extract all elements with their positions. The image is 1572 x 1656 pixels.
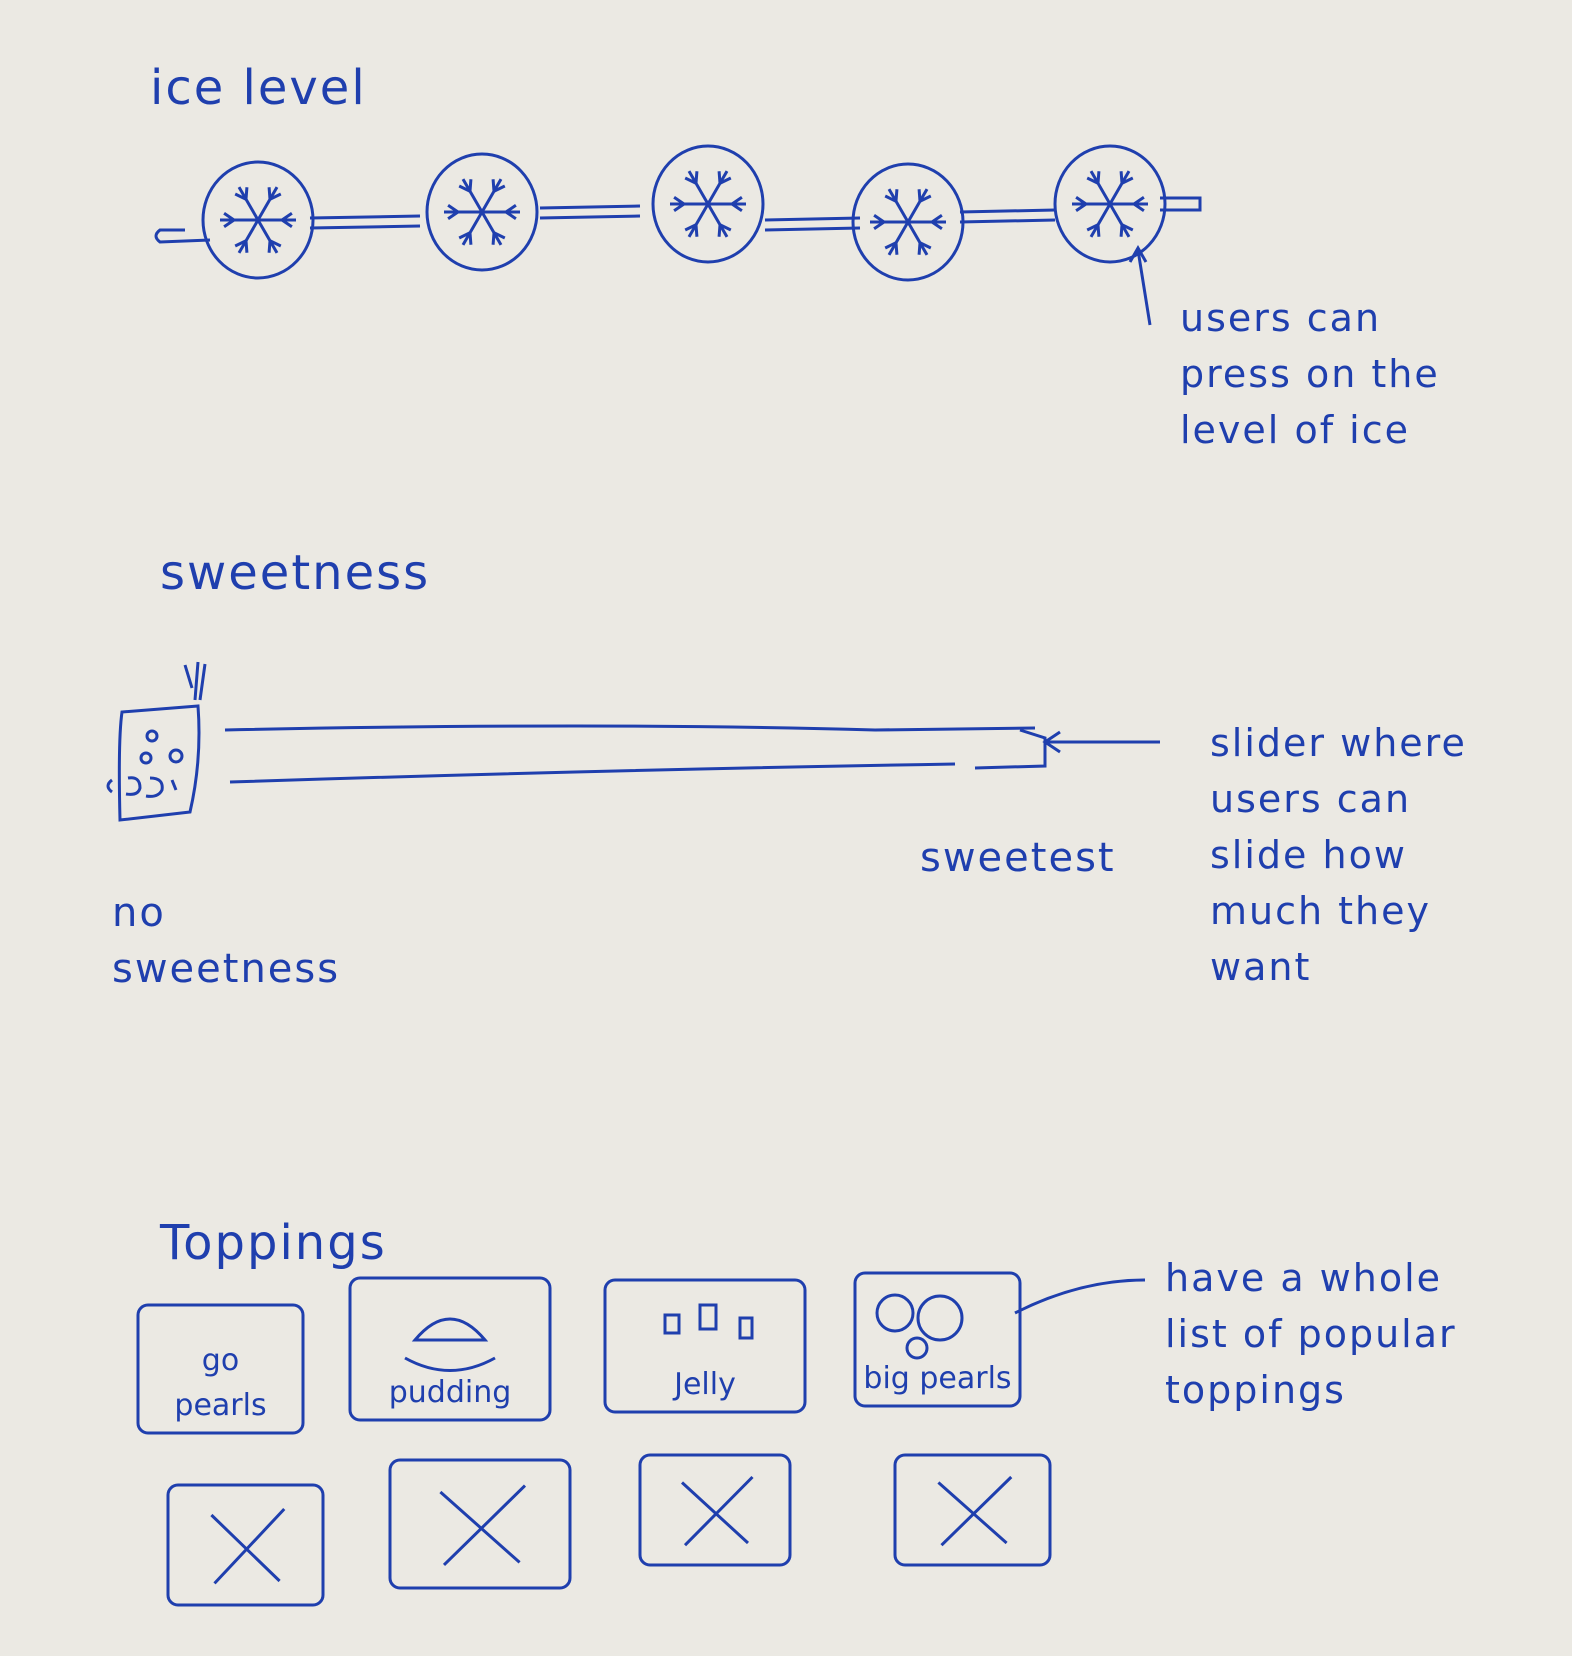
topping-label: Jelly	[672, 1367, 736, 1402]
placeholder-x-icon	[210, 1507, 286, 1585]
ice-level-button-2[interactable]	[425, 152, 539, 272]
ice-level-button-5[interactable]	[1053, 144, 1167, 264]
ice-level-button-1[interactable]	[201, 160, 315, 280]
topping-icon	[875, 1293, 964, 1360]
snowflake-icon	[870, 188, 946, 256]
topping-label: big pearls	[863, 1361, 1011, 1396]
placeholder-x-icon	[439, 1484, 527, 1567]
ice-note-arrow	[1128, 244, 1152, 326]
topping-tile-1[interactable]: go pearls	[136, 1303, 305, 1435]
ice-level-rail	[154, 196, 1202, 244]
placeholder-x-icon	[680, 1475, 754, 1547]
topping-placeholder-2[interactable]	[388, 1458, 572, 1590]
topping-placeholder-3[interactable]	[638, 1453, 792, 1567]
topping-tile-2[interactable]: pudding	[348, 1276, 552, 1422]
toppings-grid: go pearls pudding Jelly big pearls	[136, 1271, 1052, 1607]
placeholder-x-icon	[937, 1475, 1013, 1547]
toppings-title: Toppings	[160, 1215, 387, 1271]
topping-label-top: go	[202, 1343, 239, 1378]
slider-note: slider where users can slide how much th…	[1210, 721, 1467, 989]
sweetness-slider-track-bottom	[229, 762, 956, 784]
sweetness-slider-handle[interactable]	[974, 728, 1047, 770]
topping-tile-4[interactable]: big pearls	[853, 1271, 1022, 1408]
topping-label: pudding	[389, 1375, 512, 1410]
topping-placeholder-4[interactable]	[893, 1453, 1052, 1567]
topping-icon	[663, 1303, 754, 1340]
toppings-note-line	[1014, 1278, 1146, 1315]
toppings-note: have a whole list of popular toppings	[1165, 1256, 1457, 1412]
ice-level-note: users can press on the level of ice	[1180, 296, 1440, 452]
snowflake-icon	[670, 170, 746, 238]
snowflake-icon	[1072, 170, 1148, 238]
sweetness-slider-track-top	[224, 724, 1036, 732]
sweetness-max-label: sweetest	[920, 835, 1116, 881]
cup-icon	[106, 661, 207, 822]
sweetness-title: sweetness	[160, 545, 431, 601]
topping-placeholder-1[interactable]	[166, 1483, 325, 1607]
snowflake-icon	[444, 178, 520, 246]
sweetness-slider[interactable]	[224, 724, 1047, 784]
ice-level-title: ice level	[150, 60, 367, 116]
ice-level-selector	[201, 144, 1167, 282]
ice-level-button-3[interactable]	[651, 144, 765, 264]
slider-note-arrow	[1042, 730, 1160, 754]
snowflake-icon	[220, 186, 296, 254]
sweetness-min-label: no sweetness	[112, 890, 341, 992]
ice-level-button-4[interactable]	[851, 162, 965, 282]
topping-tile-3[interactable]: Jelly	[603, 1278, 807, 1414]
topping-icon	[404, 1317, 496, 1372]
topping-label: pearls	[174, 1388, 266, 1423]
